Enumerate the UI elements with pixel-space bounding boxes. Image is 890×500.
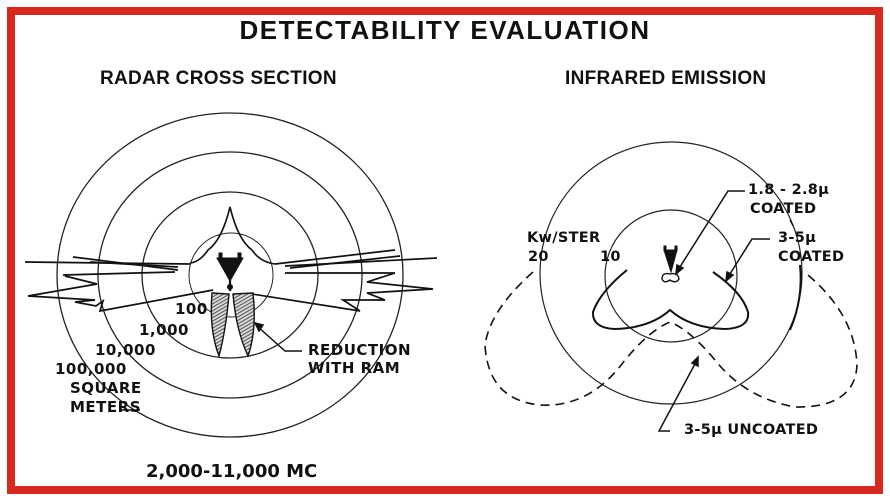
curve-b-label-line1: 3-5μ <box>778 230 817 246</box>
ring-10 <box>604 209 738 343</box>
ring-unit-meters: METERS <box>70 398 142 416</box>
radar-rings <box>56 112 404 438</box>
radar-left-spikes <box>24 256 214 313</box>
curve-3-5-uncoated <box>484 271 858 408</box>
ir-arrows <box>657 190 770 432</box>
radar-heading: RADAR CROSS SECTION <box>100 68 337 89</box>
ring-20 <box>539 141 803 405</box>
infrared-heading: INFRARED EMISSION <box>565 68 767 89</box>
ir-aircraft-icon <box>663 245 678 274</box>
ir-unit-label: Kw/STER <box>527 230 601 246</box>
red-frame <box>7 7 883 494</box>
ir-rings <box>539 141 803 405</box>
radar-aircraft-icon <box>216 252 244 291</box>
frequency-label: 2,000-11,000 MC <box>146 461 318 482</box>
ring-100000 <box>56 112 404 438</box>
ring-label-100000: 100,000 <box>55 360 127 378</box>
curve-1-8-2-8-coated <box>661 272 680 283</box>
ir-ring-label-20: 20 <box>528 249 549 265</box>
page-title: DETECTABILITY EVALUATION <box>239 15 651 45</box>
curve-a-label-line1: 1.8 - 2.8μ <box>748 182 830 198</box>
curve-3-5-coated <box>591 269 750 331</box>
ram-label-line1: REDUCTION <box>308 341 412 359</box>
radar-right-spikes <box>251 249 438 312</box>
ring-label-10000: 10,000 <box>95 341 156 359</box>
curve-a-label-line2: COATED <box>750 201 817 217</box>
ring-1000 <box>141 191 319 359</box>
curve-b-label-line2: COATED <box>778 249 845 265</box>
ram-reduction-lobes <box>210 292 255 359</box>
curve-c-label: 3-5μ UNCOATED <box>684 422 819 438</box>
ring-100 <box>188 232 274 318</box>
ir-ring-label-10: 10 <box>600 249 621 265</box>
ring-label-1000: 1,000 <box>139 321 189 339</box>
radar-nose-lobe <box>189 206 276 265</box>
ring-unit-square: SQUARE <box>70 379 142 397</box>
ring-label-100: 100 <box>175 300 208 318</box>
ram-arrow <box>253 321 302 352</box>
ram-label-line2: WITH RAM <box>308 359 401 377</box>
ring-10000 <box>97 151 363 399</box>
